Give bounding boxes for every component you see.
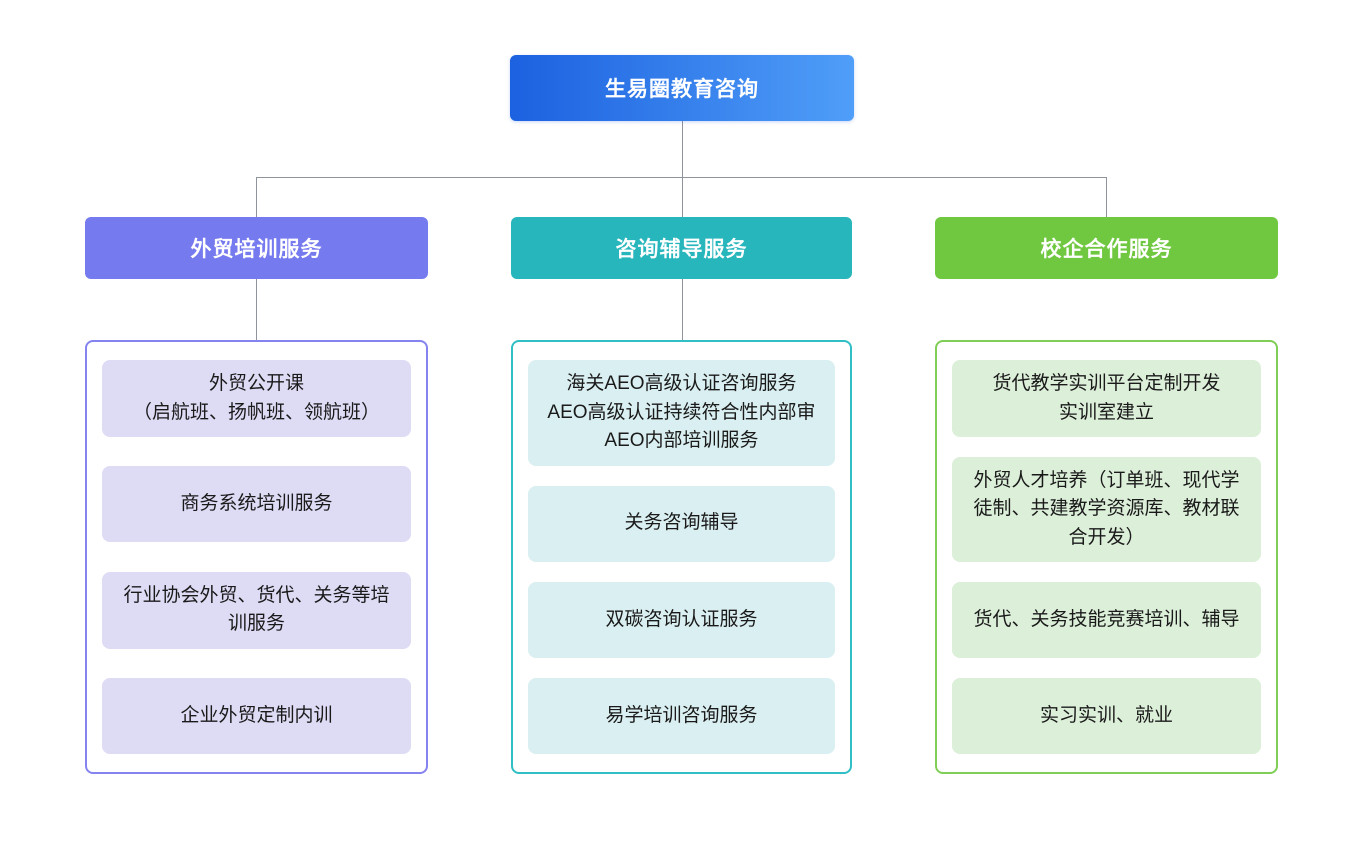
list-item: 外贸公开课 （启航班、扬帆班、领航班） xyxy=(102,360,411,437)
branch-header-label: 外贸培训服务 xyxy=(190,238,323,261)
list-item: 商务系统培训服务 xyxy=(102,466,411,543)
root-node-label: 生易圈教育咨询 xyxy=(605,78,759,101)
list-item: 货代教学实训平台定制开发 实训室建立 xyxy=(952,360,1261,437)
branch-header-foreign-trade-training: 外贸培训服务 xyxy=(85,217,428,279)
list-item: 关务咨询辅导 xyxy=(528,485,835,562)
connector-header-to-list-2 xyxy=(682,279,683,340)
list-item: 海关AEO高级认证咨询服务 AEO高级认证持续符合性内部审 AEO内部培训服务 xyxy=(528,360,835,466)
branch-header-consulting-coaching: 咨询辅导服务 xyxy=(511,217,852,279)
connector-header-to-list-1 xyxy=(256,279,257,340)
list-item: 实习实训、就业 xyxy=(952,677,1261,754)
connector-drop-branch-1 xyxy=(256,178,257,218)
list-item: 货代、关务技能竞赛培训、辅导 xyxy=(952,582,1261,659)
connector-root-vertical xyxy=(682,121,683,178)
list-item: 外贸人才培养（订单班、现代学徒制、共建教学资源库、教材联合开发） xyxy=(952,456,1261,563)
list-item: 双碳咨询认证服务 xyxy=(528,581,835,658)
list-item: 易学培训咨询服务 xyxy=(528,677,835,754)
connector-drop-branch-3 xyxy=(1106,178,1107,218)
branch-list-consulting-coaching: 海关AEO高级认证咨询服务 AEO高级认证持续符合性内部审 AEO内部培训服务 … xyxy=(511,340,852,774)
list-item: 企业外贸定制内训 xyxy=(102,677,411,754)
branch-list-school-enterprise: 货代教学实训平台定制开发 实训室建立 外贸人才培养（订单班、现代学徒制、共建教学… xyxy=(935,340,1278,774)
connector-horizontal xyxy=(256,177,1107,178)
branch-header-school-enterprise: 校企合作服务 xyxy=(935,217,1278,279)
connector-drop-branch-2 xyxy=(682,178,683,218)
root-node: 生易圈教育咨询 xyxy=(510,55,854,121)
branch-header-label: 咨询辅导服务 xyxy=(615,238,748,261)
branch-list-foreign-trade-training: 外贸公开课 （启航班、扬帆班、领航班） 商务系统培训服务 行业协会外贸、货代、关… xyxy=(85,340,428,774)
branch-header-label: 校企合作服务 xyxy=(1040,238,1173,261)
list-item: 行业协会外贸、货代、关务等培训服务 xyxy=(102,571,411,649)
